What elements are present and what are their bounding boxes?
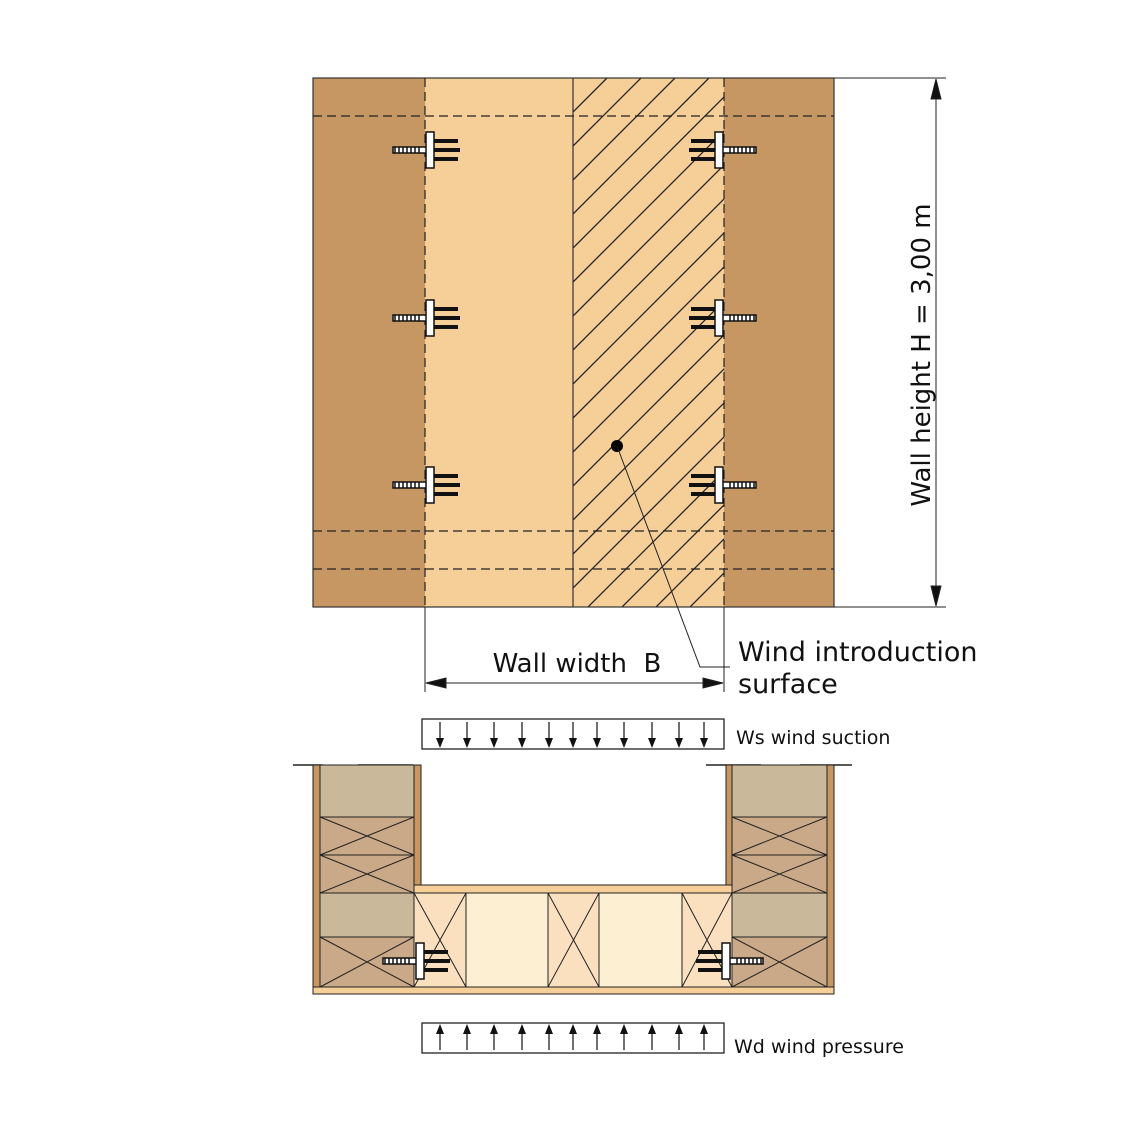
light-panel bbox=[425, 78, 573, 607]
wall-width-label: Wall width B bbox=[493, 649, 662, 679]
leader-line bbox=[616, 445, 730, 668]
wind-suction-arrows bbox=[421, 718, 725, 750]
right-panel bbox=[724, 78, 834, 607]
wind-surface-label-2: surface bbox=[738, 669, 838, 700]
wall-elevation bbox=[312, 77, 835, 668]
hatch-pattern bbox=[573, 78, 724, 607]
wall-section bbox=[293, 764, 852, 995]
left-panel bbox=[313, 78, 425, 607]
width-dimension bbox=[424, 607, 725, 692]
wall-height-label: Wall height H = 3,00 m bbox=[907, 203, 937, 506]
wind-pressure-arrows bbox=[421, 1022, 725, 1054]
wind-pressure-label: Wd wind pressure bbox=[734, 1036, 904, 1058]
height-dimension bbox=[834, 77, 946, 608]
wind-surface-label-1: Wind introduction bbox=[738, 637, 977, 668]
wind-suction-label: Ws wind suction bbox=[736, 727, 890, 749]
hidden-lines bbox=[313, 78, 834, 607]
